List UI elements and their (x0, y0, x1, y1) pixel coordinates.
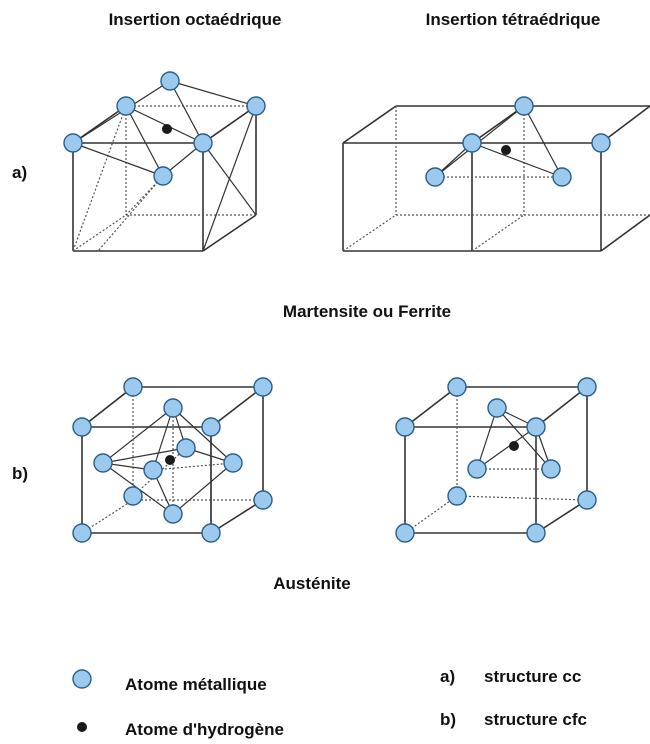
metal-atom (163, 504, 183, 524)
row-label-b: b) (12, 464, 28, 483)
metal-atom (395, 417, 415, 437)
metal-atom (253, 490, 273, 510)
title-tetrahedral: Insertion tétraédrique (426, 10, 601, 29)
bcc-octahedral-cell (63, 71, 266, 252)
metal-atom (160, 71, 180, 91)
metal-atom (395, 523, 415, 543)
title-octahedral: Insertion octaédrique (109, 10, 282, 29)
metal-atom (72, 417, 92, 437)
cube-edges (81, 386, 264, 534)
legend-hydrogen-atom-icon (77, 722, 87, 732)
fcc-octahedral-cell (72, 377, 273, 543)
tetrahedron-bonds (434, 105, 563, 178)
legend-a-text: structure cc (484, 667, 581, 686)
hydrogen-atom (162, 124, 172, 134)
metal-atom (541, 459, 561, 479)
cube-edges (404, 386, 588, 534)
legend-a-key: a) (440, 667, 455, 686)
octahedron-bonds (72, 80, 257, 252)
metal-atom (201, 417, 221, 437)
legend: Atome métallique Atome d'hydrogène a) st… (72, 667, 587, 739)
title-austenite: Austénite (273, 574, 350, 593)
metal-atom (253, 377, 273, 397)
metal-atom (193, 133, 213, 153)
legend-b-key: b) (440, 710, 456, 729)
hidden-edges (404, 387, 588, 534)
metal-atom (487, 398, 507, 418)
row-label-a: a) (12, 163, 27, 182)
metal-atom (577, 377, 597, 397)
metal-atom (552, 167, 572, 187)
metal-atom (526, 523, 546, 543)
metal-atom (63, 133, 83, 153)
metal-atom (447, 377, 467, 397)
metal-atom (123, 486, 143, 506)
metal-atom (514, 96, 534, 116)
tetrahedron-bonds (476, 407, 552, 470)
metal-atom (591, 133, 611, 153)
legend-hydrogen-label: Atome d'hydrogène (125, 720, 284, 739)
metal-atom (93, 453, 113, 473)
metal-atom (462, 133, 482, 153)
metal-atom (577, 490, 597, 510)
metal-atom (223, 453, 243, 473)
bcc-tetrahedral-cell (342, 96, 650, 252)
legend-metal-atom-icon (72, 669, 92, 689)
metal-atom (467, 459, 487, 479)
hydrogen-atom (509, 441, 519, 451)
metal-atom (123, 377, 143, 397)
metal-atom (72, 523, 92, 543)
hidden-edges (342, 106, 650, 252)
metal-atom (153, 166, 173, 186)
legend-b-text: structure cfc (484, 710, 587, 729)
metal-atom (143, 460, 163, 480)
metal-atom (116, 96, 136, 116)
title-martensite-ferrite: Martensite ou Ferrite (283, 302, 451, 321)
legend-metal-label: Atome métallique (125, 675, 267, 694)
fcc-tetrahedral-cell (395, 377, 597, 543)
metal-atom (425, 167, 445, 187)
hydrogen-atom (165, 455, 175, 465)
metal-atom (176, 438, 196, 458)
metal-atom (526, 417, 546, 437)
hydrogen-atom (501, 145, 511, 155)
metal-atom (447, 486, 467, 506)
metal-atom (246, 96, 266, 116)
metal-atom (201, 523, 221, 543)
metal-atom (163, 398, 183, 418)
